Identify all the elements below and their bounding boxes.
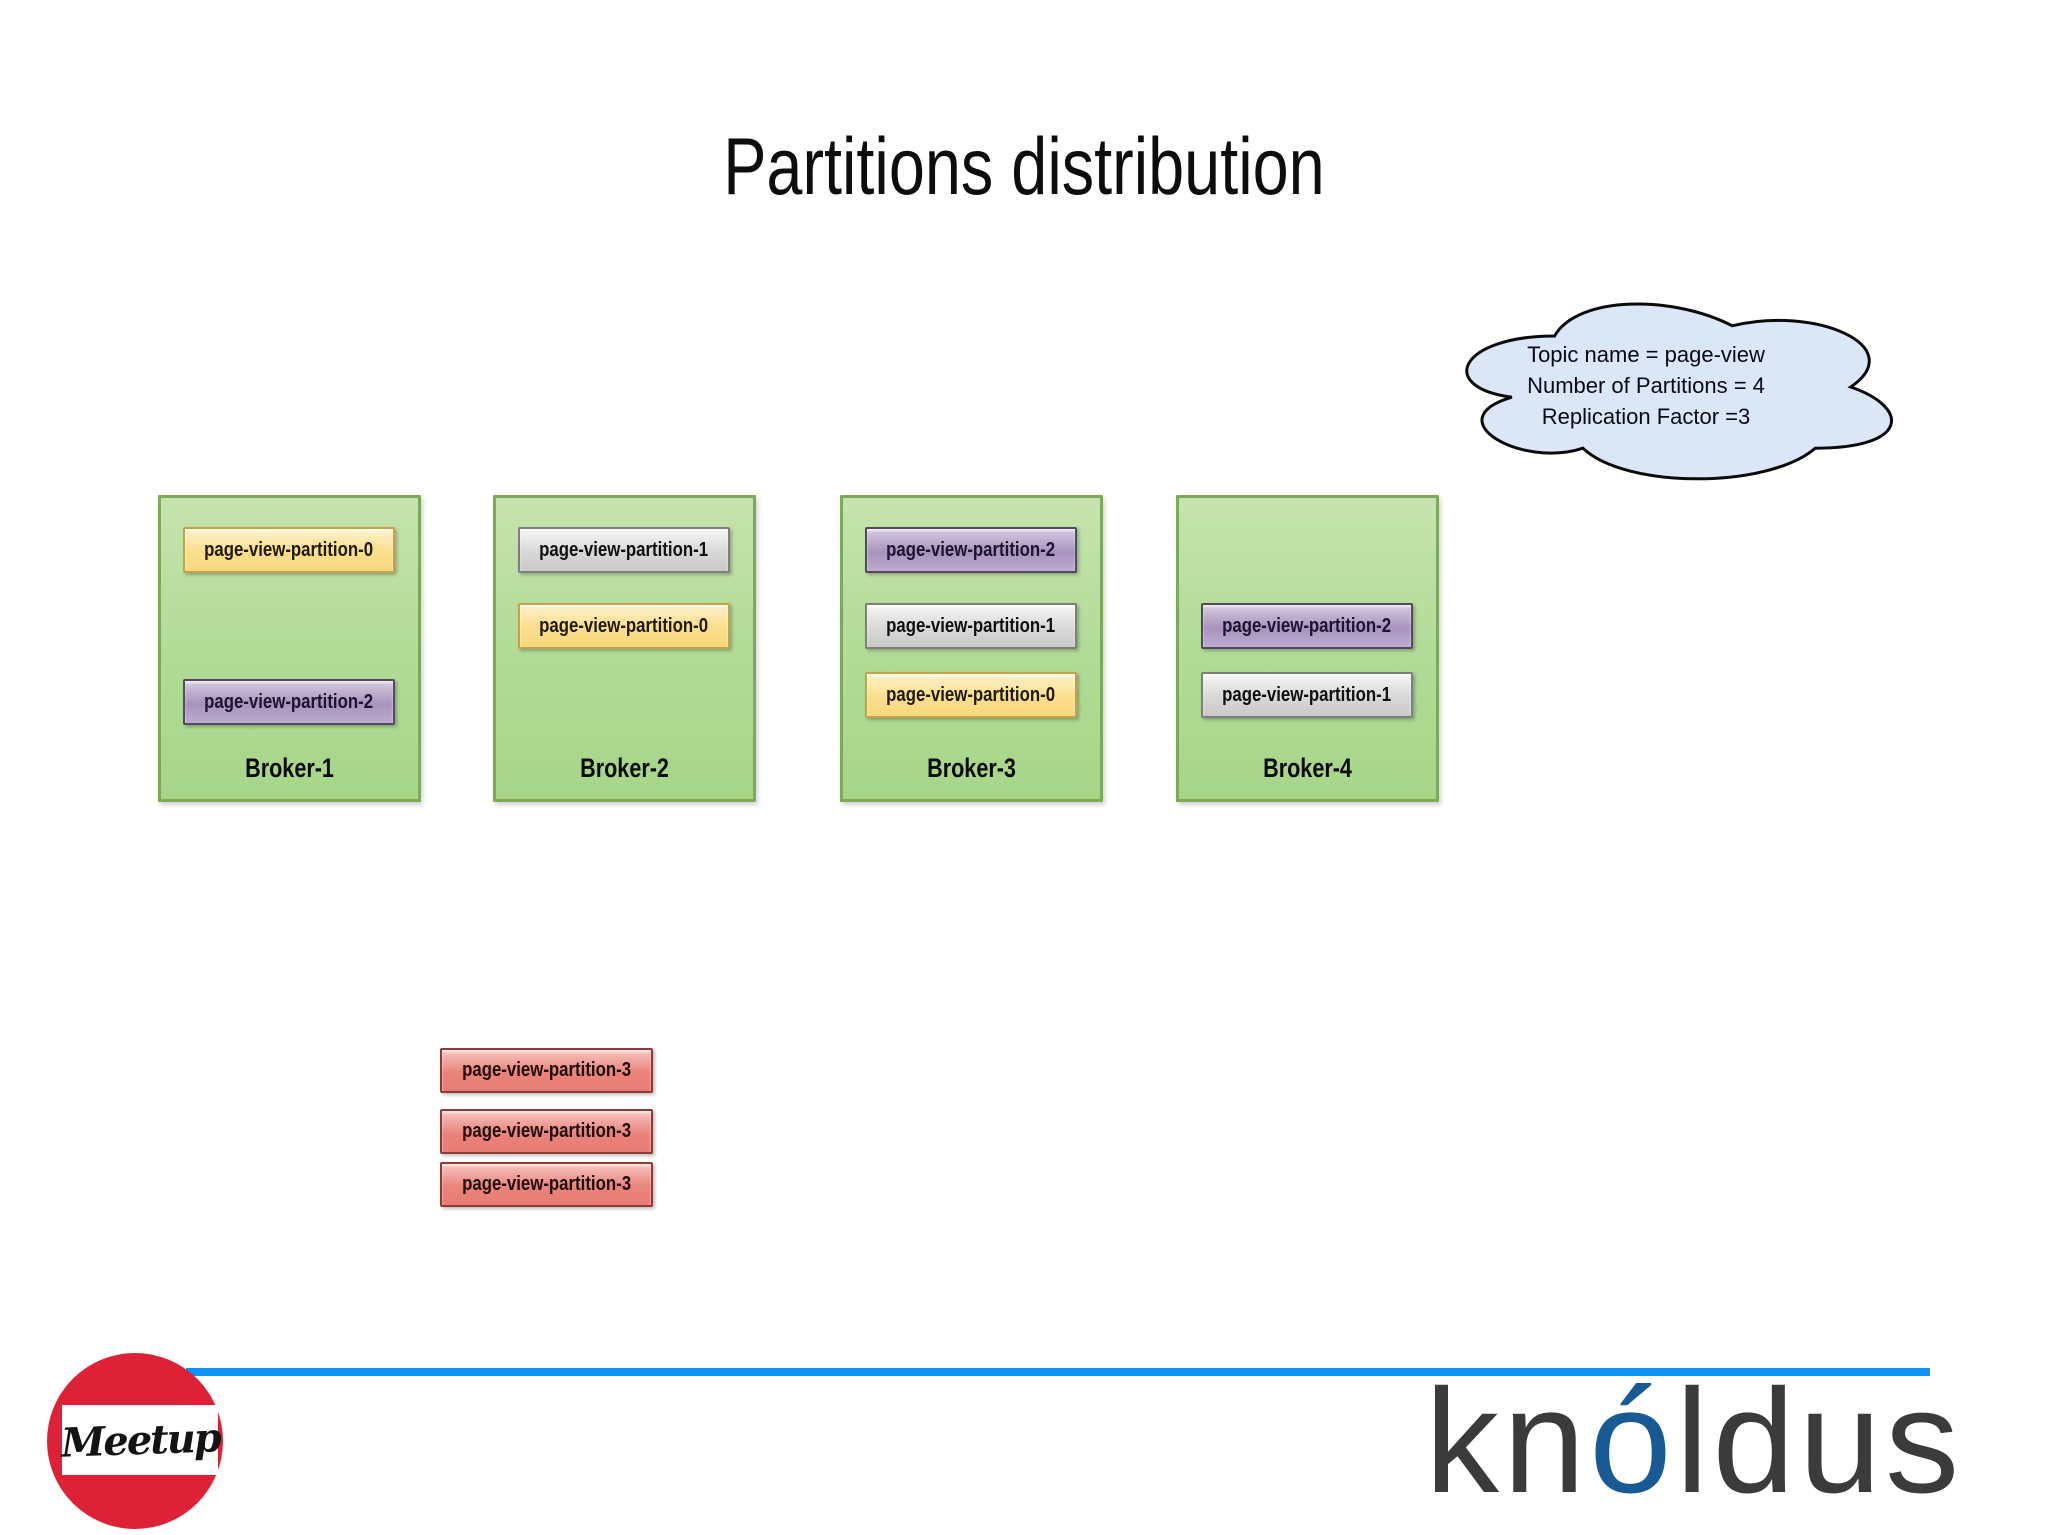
footer-divider-line	[186, 1368, 1930, 1376]
partition-chip: page-view-partition-2	[1201, 603, 1413, 649]
partition-chip: page-view-partition-3	[440, 1048, 653, 1093]
partition-chip-label: page-view-partition-2	[204, 690, 374, 713]
partition-chip: page-view-partition-0	[865, 672, 1077, 718]
partition-chip-label: page-view-partition-0	[204, 538, 374, 561]
partition-chip: page-view-partition-1	[1201, 672, 1413, 718]
topic-note-line: Topic name = page-view	[1527, 342, 1765, 367]
knoldus-logo-accent-letter: ó	[1589, 1359, 1676, 1524]
partition-chip-label: page-view-partition-1	[539, 538, 709, 561]
partition-chip: page-view-partition-0	[183, 527, 395, 573]
meetup-logo: Meetup	[47, 1353, 223, 1529]
partition-chip-label: page-view-partition-3	[462, 1059, 631, 1081]
meetup-logo-band: Meetup	[59, 1405, 221, 1475]
broker-label: Broker-4	[1263, 753, 1352, 783]
broker-2-box: page-view-partition-1 page-view-partitio…	[493, 495, 756, 802]
partition-chip-label: page-view-partition-2	[886, 538, 1056, 561]
partition-chip-label: page-view-partition-0	[539, 614, 709, 637]
partition-chip-label: page-view-partition-3	[462, 1173, 631, 1195]
partition-chip-label: page-view-partition-0	[886, 683, 1056, 706]
page-title-text: Partitions distribution	[723, 122, 1325, 212]
page-title: Partitions distribution	[0, 127, 2048, 208]
partition-chip-label: page-view-partition-2	[1222, 614, 1392, 637]
partition-chip-label: page-view-partition-1	[1222, 683, 1392, 706]
cloud-icon	[1465, 302, 1893, 481]
knoldus-logo: knóldus	[1425, 1368, 1963, 1528]
meetup-logo-text: Meetup	[59, 1413, 221, 1467]
partition-chip-label: page-view-partition-3	[462, 1120, 631, 1142]
broker-label: Broker-2	[580, 753, 669, 783]
partition-chip-label: page-view-partition-1	[886, 614, 1056, 637]
topic-note-text: Topic name = page-view Number of Partiti…	[1436, 339, 1856, 432]
knoldus-logo-prefix: kn	[1425, 1359, 1590, 1524]
topic-note-cloud: Topic name = page-view Number of Partiti…	[1436, 285, 1910, 489]
broker-4-box: page-view-partition-2 page-view-partitio…	[1176, 495, 1439, 802]
partition-chip: page-view-partition-3	[440, 1109, 653, 1154]
broker-1-box: page-view-partition-0 page-view-partitio…	[158, 495, 421, 802]
broker-3-box: page-view-partition-2 page-view-partitio…	[840, 495, 1103, 802]
partition-chip: page-view-partition-1	[865, 603, 1077, 649]
topic-note-line: Number of Partitions = 4	[1527, 373, 1765, 398]
partition-chip: page-view-partition-2	[865, 527, 1077, 573]
partition-chip: page-view-partition-1	[518, 527, 730, 573]
partition-chip: page-view-partition-2	[183, 679, 395, 725]
partition-chip: page-view-partition-3	[440, 1162, 653, 1207]
broker-label: Broker-1	[245, 753, 334, 783]
knoldus-logo-suffix: ldus	[1675, 1359, 1964, 1524]
partition-chip: page-view-partition-0	[518, 603, 730, 649]
topic-note-line: Replication Factor =3	[1541, 404, 1751, 429]
broker-label: Broker-3	[927, 753, 1016, 783]
